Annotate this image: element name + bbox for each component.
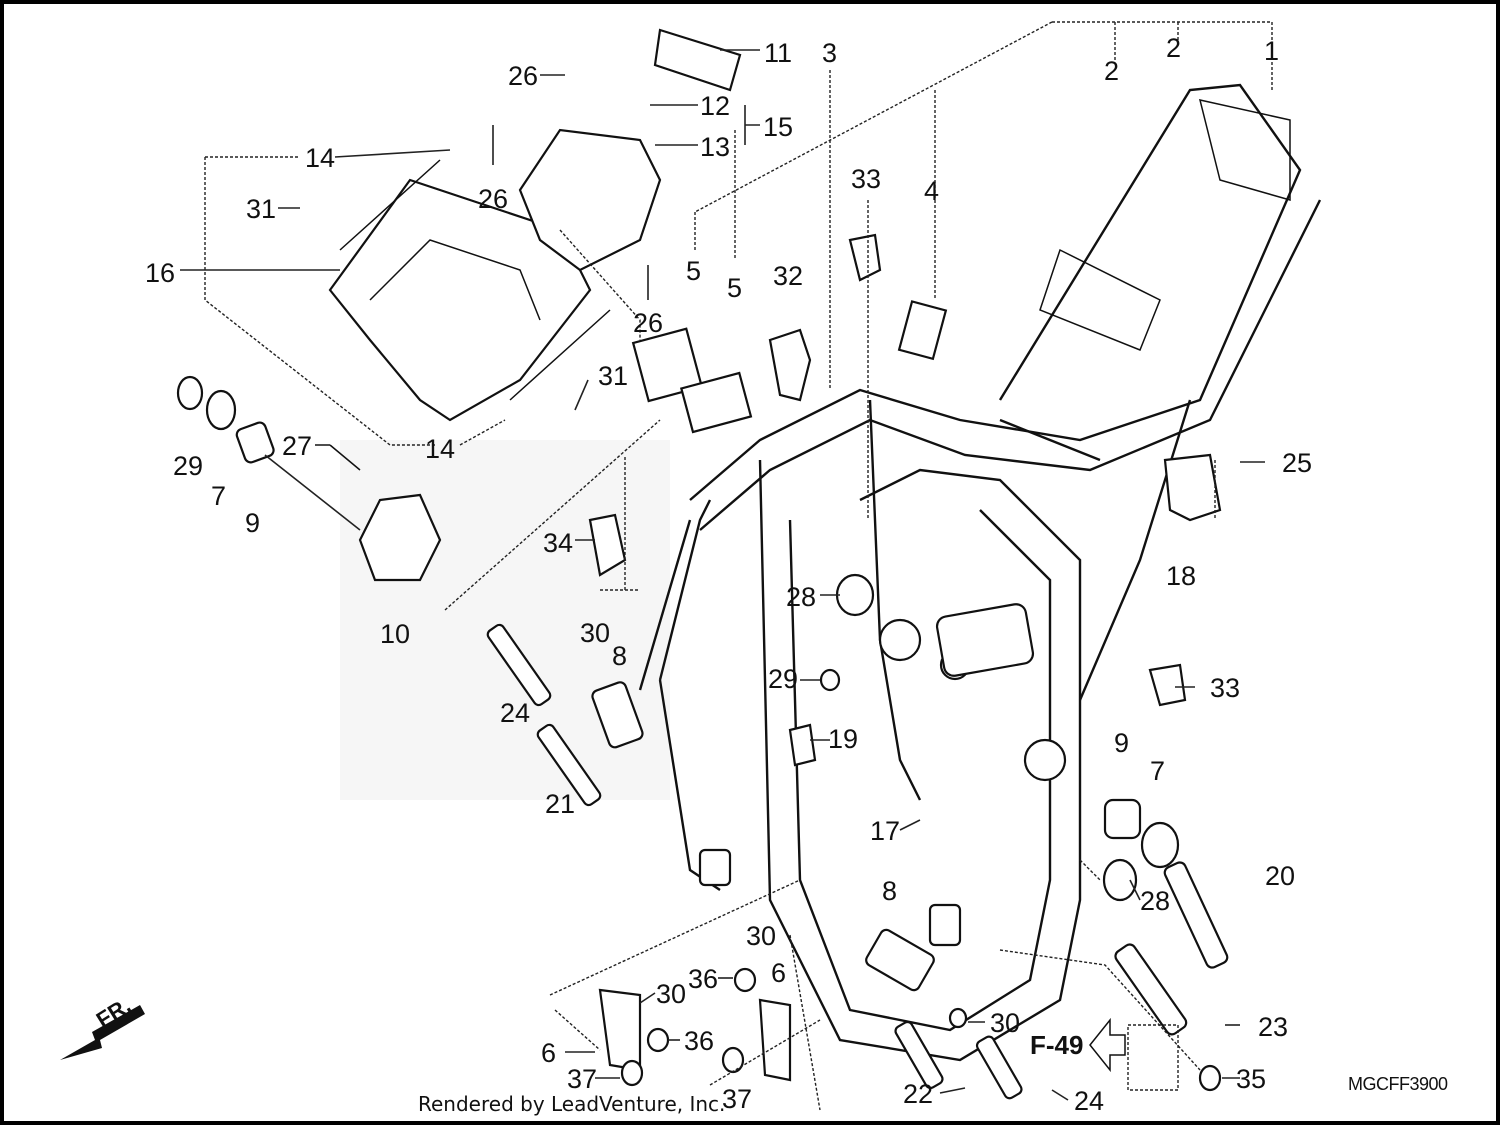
callout-29: 29: [173, 451, 203, 481]
callout-8: 8: [882, 876, 897, 906]
callout-29: 29: [768, 664, 798, 694]
callout-31: 31: [246, 194, 276, 224]
callout-7: 7: [211, 481, 226, 511]
callout-9: 9: [245, 508, 260, 538]
render-credit: Rendered by LeadVenture, Inc.: [418, 1092, 726, 1116]
callout-21: 21: [545, 789, 575, 819]
callout-10: 10: [380, 619, 410, 649]
callout-31: 31: [598, 361, 628, 391]
callout-7: 7: [1150, 756, 1165, 786]
callout-24: 24: [1074, 1086, 1104, 1116]
callout-30: 30: [746, 921, 776, 951]
cross-reference-arrow: [1089, 1017, 1179, 1091]
callout-26: 26: [478, 184, 508, 214]
callout-19: 19: [828, 724, 858, 754]
callout-34: 34: [543, 528, 573, 558]
callout-28: 28: [1140, 886, 1170, 916]
callout-11: 11: [764, 38, 792, 68]
callout-14: 14: [305, 143, 335, 173]
callout-37: 37: [567, 1064, 597, 1094]
callout-36: 36: [688, 964, 718, 994]
callout-27: 27: [282, 431, 312, 461]
callout-26: 26: [508, 61, 538, 91]
callout-22: 22: [903, 1079, 933, 1109]
callout-25: 25: [1282, 448, 1312, 478]
diagram-code: MGCFF3900: [1348, 1074, 1448, 1094]
callout-4: 4: [924, 176, 939, 206]
small-parts-left: [176, 233, 1229, 1100]
callout-30: 30: [580, 618, 610, 648]
leader-lines: [180, 21, 1273, 1111]
callout-6: 6: [541, 1038, 556, 1068]
callout-35: 35: [1236, 1064, 1266, 1094]
callout-13: 13: [700, 132, 730, 162]
callout-2: 2: [1104, 56, 1119, 86]
battery-box-assembly: [328, 28, 742, 422]
callout-32: 32: [773, 261, 803, 291]
callout-20: 20: [1265, 861, 1295, 891]
callout-5: 5: [727, 273, 742, 303]
cross-reference-label: F-49: [1030, 1030, 1084, 1060]
callout-15: 15: [763, 112, 793, 142]
callout-6: 6: [771, 958, 786, 988]
callout-1: 1: [1264, 36, 1279, 66]
callout-3: 3: [822, 38, 837, 68]
callout-18: 18: [1166, 561, 1196, 591]
callout-30: 30: [990, 1008, 1020, 1038]
callout-14: 14: [425, 434, 455, 464]
callout-2: 2: [1166, 33, 1181, 63]
callout-16: 16: [145, 258, 175, 288]
callout-9: 9: [1114, 728, 1129, 758]
callout-36: 36: [684, 1026, 714, 1056]
callout-23: 23: [1258, 1012, 1288, 1042]
callout-8: 8: [612, 641, 627, 671]
callout-28: 28: [786, 582, 816, 612]
callout-12: 12: [700, 91, 730, 121]
callout-numbers: 1 2 2 3 4 5 5 6 6 7 7 8 8 9 9 10 11 12 1…: [145, 33, 1312, 1116]
callout-26: 26: [633, 308, 663, 338]
callout-30: 30: [656, 979, 686, 1009]
main-frame: [638, 83, 1322, 1062]
callout-24: 24: [500, 698, 530, 728]
callout-5: 5: [686, 256, 701, 286]
callout-33: 33: [851, 164, 881, 194]
front-direction-arrow: [60, 1005, 145, 1060]
callout-33: 33: [1210, 673, 1240, 703]
callout-17: 17: [870, 816, 900, 846]
callout-37: 37: [722, 1084, 752, 1114]
